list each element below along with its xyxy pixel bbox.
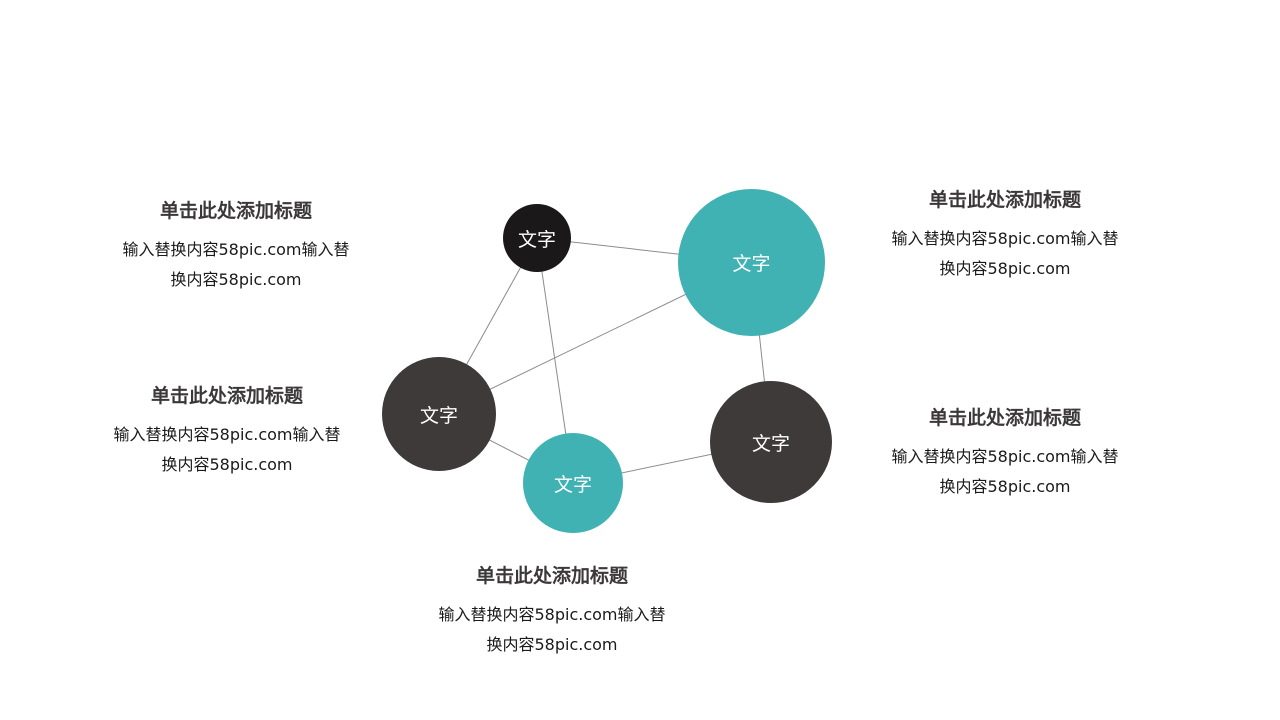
node-label: 文字 — [732, 253, 771, 275]
block-title[interactable]: 单击此处添加标题 — [150, 385, 303, 407]
block-text[interactable]: 换内容58pic.com — [161, 455, 293, 474]
block-text[interactable]: 输入替换内容58pic.com输入替 — [122, 240, 350, 259]
node-label: 文字 — [517, 228, 556, 251]
text-block-top-left: 单击此处添加标题 输入替换内容58pic.com输入替换内容58pic.com — [86, 196, 386, 295]
block-title[interactable]: 单击此处添加标题 — [928, 189, 1081, 211]
node-bottom-teal[interactable]: 文字 — [523, 433, 623, 533]
block-text[interactable]: 换内容58pic.com — [486, 635, 618, 654]
node-label: 文字 — [419, 404, 458, 427]
text-block-top-right: 单击此处添加标题 输入替换内容58pic.com输入替换内容58pic.com — [855, 185, 1155, 284]
text-block-middle-left: 单击此处添加标题 输入替换内容58pic.com输入替换内容58pic.com — [77, 381, 377, 480]
block-text[interactable]: 换内容58pic.com — [939, 259, 1071, 278]
text-block-bottom: 单击此处添加标题 输入替换内容58pic.com输入替换内容58pic.com — [402, 561, 702, 660]
block-title[interactable]: 单击此处添加标题 — [928, 407, 1081, 429]
text-block-middle-right: 单击此处添加标题 输入替换内容58pic.com输入替换内容58pic.com — [855, 403, 1155, 502]
node-right-dark[interactable]: 文字 — [710, 381, 832, 503]
block-text[interactable]: 换内容58pic.com — [170, 270, 302, 289]
block-text[interactable]: 输入替换内容58pic.com输入替 — [891, 229, 1119, 248]
block-text[interactable]: 输入替换内容58pic.com输入替 — [438, 605, 666, 624]
block-text[interactable]: 输入替换内容58pic.com输入替 — [891, 447, 1119, 466]
node-large-teal[interactable]: 文字 — [678, 189, 825, 336]
block-text[interactable]: 换内容58pic.com — [939, 477, 1071, 496]
block-text[interactable]: 输入替换内容58pic.com输入替 — [113, 425, 341, 444]
node-label: 文字 — [751, 432, 790, 455]
block-title[interactable]: 单击此处添加标题 — [159, 200, 312, 222]
block-title[interactable]: 单击此处添加标题 — [475, 565, 628, 587]
node-small-black[interactable]: 文字 — [503, 204, 571, 272]
node-left-dark[interactable]: 文字 — [382, 357, 496, 471]
node-label: 文字 — [553, 473, 592, 496]
